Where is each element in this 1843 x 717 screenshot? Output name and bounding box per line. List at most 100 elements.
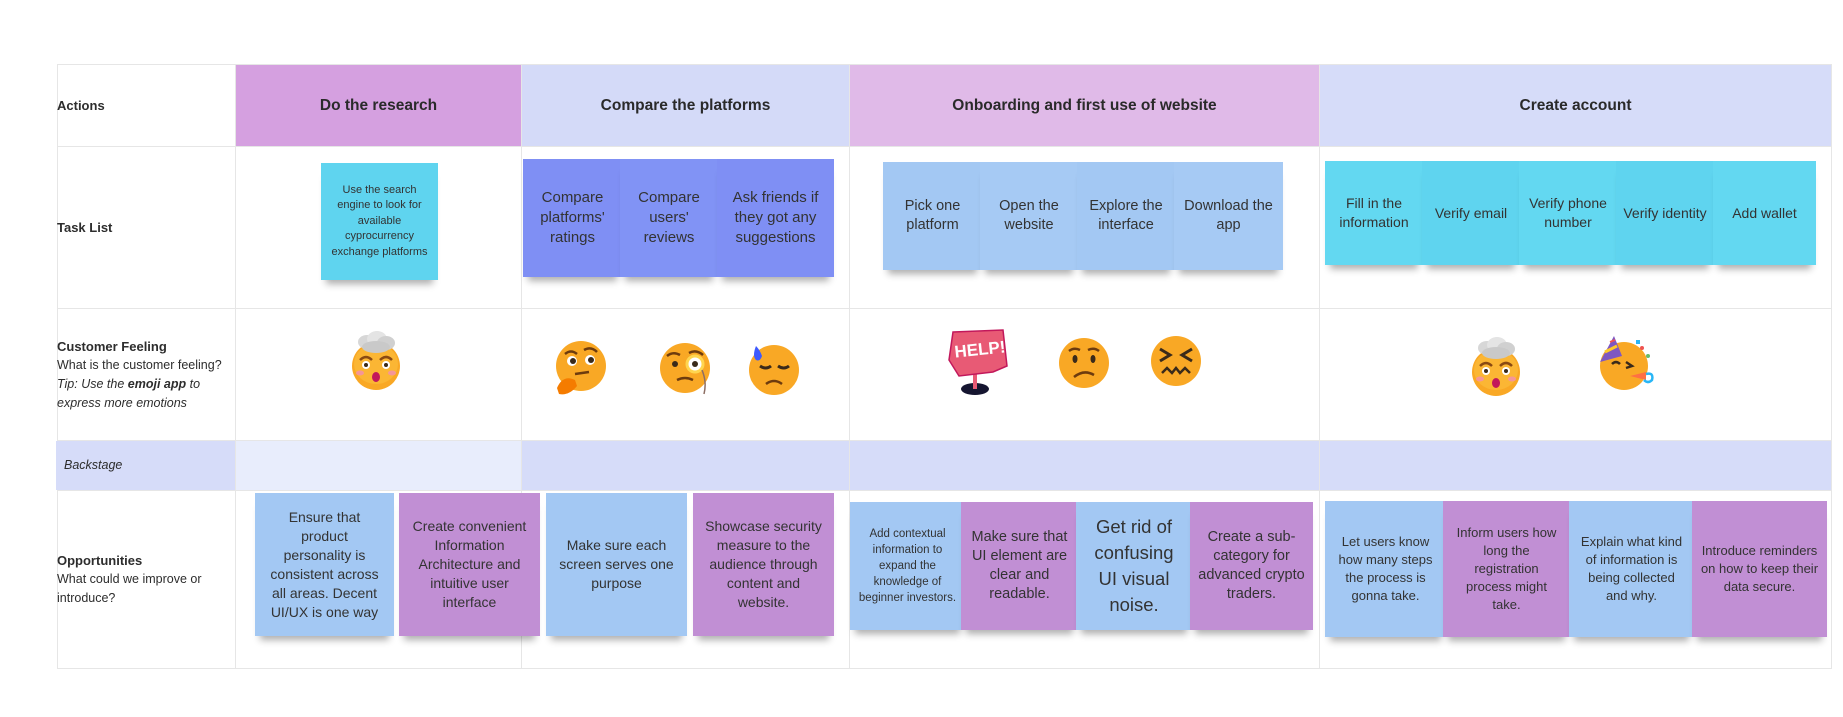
row-label-task-list: Task List — [57, 147, 227, 308]
opportunity-text: Ensure that product personality is consi… — [270, 508, 379, 620]
row-label-actions-text: Actions — [57, 98, 105, 113]
customer-feeling-desc-1: What is the customer feeling? — [57, 357, 222, 372]
grid-line — [521, 64, 522, 669]
task-sticky[interactable]: Fill in the information — [1325, 161, 1423, 265]
task-text: Download the app — [1184, 198, 1273, 233]
task-text: Pick one platform — [904, 198, 961, 233]
row-label-backstage: Backstage — [56, 441, 235, 490]
backstage-cell — [522, 441, 849, 490]
opportunities-title: Opportunities — [57, 553, 143, 568]
task-sticky[interactable]: Compare platforms' ratings — [523, 159, 622, 277]
opportunity-text: Introduce reminders on how to keep their… — [1700, 543, 1819, 594]
stage-label: Onboarding and first use of website — [952, 96, 1217, 114]
stage-do-research: Do the research — [236, 65, 521, 146]
task-sticky[interactable]: Verify identity — [1616, 161, 1714, 265]
opportunity-sticky[interactable]: Create a sub-category for advanced crypt… — [1190, 502, 1313, 630]
task-sticky[interactable]: Pick one platform — [883, 162, 982, 270]
opportunity-text: Add contextual information to expand the… — [858, 528, 957, 604]
row-label-task-list-text: Task List — [57, 220, 113, 235]
opportunity-sticky[interactable]: Make sure each screen serves one purpose — [546, 493, 687, 636]
grid-line — [849, 64, 850, 669]
grid-line — [57, 64, 58, 669]
opportunity-text: Make sure each screen serves one purpose — [559, 537, 674, 591]
thinking-face-emoji — [555, 341, 607, 395]
opportunity-sticky[interactable]: Get rid of confusing UI visual noise. — [1076, 502, 1192, 630]
customer-feeling-description: What is the customer feeling? Tip: Use t… — [57, 356, 227, 413]
task-sticky[interactable]: Use the search engine to look for availa… — [321, 163, 438, 280]
grid-line — [57, 308, 1831, 309]
task-text: Fill in the information — [1339, 195, 1409, 230]
customer-feeling-title: Customer Feeling — [57, 338, 167, 354]
opportunity-text: Make sure that UI element are clear and … — [971, 529, 1068, 602]
row-label-customer-feeling: Customer Feeling What is the customer fe… — [57, 309, 227, 440]
grid-line — [1831, 64, 1832, 669]
customer-feeling-desc-2: to express more emotions — [57, 376, 201, 410]
task-sticky[interactable]: Open the website — [980, 162, 1078, 270]
opportunity-sticky[interactable]: Introduce reminders on how to keep their… — [1692, 501, 1827, 637]
task-sticky[interactable]: Download the app — [1174, 162, 1283, 270]
opportunity-sticky[interactable]: Ensure that product personality is consi… — [255, 493, 394, 636]
partying-face-emoji — [1600, 336, 1654, 392]
task-sticky[interactable]: Compare users' reviews — [620, 159, 718, 277]
opportunities-description: What could we improve or introduce? — [57, 572, 202, 605]
grid-line — [57, 668, 1831, 669]
task-text: Explore the interface — [1089, 198, 1163, 233]
confused-face-emoji — [1058, 337, 1110, 389]
row-label-backstage-text: Backstage — [64, 458, 123, 472]
task-text: Verify phone number — [1529, 195, 1607, 230]
task-text: Add wallet — [1732, 204, 1797, 221]
stage-label: Compare the platforms — [600, 96, 771, 114]
task-sticky[interactable]: Explore the interface — [1077, 162, 1175, 270]
opportunity-sticky[interactable]: Create convenient Information Architectu… — [399, 493, 540, 636]
grid-line — [57, 146, 1831, 147]
grid-line — [57, 64, 1831, 65]
opportunity-text: Let users know how many steps the proces… — [1338, 534, 1433, 603]
task-sticky[interactable]: Verify phone number — [1519, 161, 1617, 265]
opportunity-text: Explain what kind of information is bein… — [1580, 534, 1683, 603]
customer-feeling-emoji-app: emoji app — [127, 376, 187, 391]
opportunity-sticky[interactable]: Add contextual information to expand the… — [850, 502, 965, 630]
stage-create-account: Create account — [1320, 65, 1831, 146]
task-text: Verify email — [1434, 204, 1508, 221]
opportunity-text: Get rid of confusing UI visual noise. — [1094, 516, 1174, 615]
face-with-monocle-emoji — [659, 342, 711, 395]
task-text: Verify identity — [1623, 204, 1707, 221]
row-label-actions: Actions — [57, 65, 227, 146]
confounded-face-emoji — [1150, 335, 1202, 387]
stage-label: Create account — [1519, 96, 1632, 114]
task-sticky[interactable]: Add wallet — [1713, 161, 1816, 265]
exploding-head-emoji — [1470, 337, 1522, 396]
opportunity-text: Create convenient Information Architectu… — [412, 518, 527, 610]
grid-line — [235, 64, 236, 669]
backstage-cell — [850, 441, 1319, 490]
backstage-cell — [236, 441, 521, 490]
backstage-cell — [1320, 441, 1831, 490]
grid-line — [1319, 64, 1320, 669]
grid-line — [57, 440, 1831, 441]
opportunity-text: Create a sub-category for advanced crypt… — [1198, 529, 1305, 602]
downcast-sweat-face-emoji — [748, 342, 800, 395]
exploding-head-emoji — [350, 331, 402, 390]
task-text: Open the website — [999, 198, 1059, 233]
task-text: Ask friends if they got any suggestions — [732, 189, 819, 246]
help-sign: HELP! — [945, 328, 1011, 398]
stage-compare-platforms: Compare the platforms — [522, 65, 849, 146]
opportunity-sticky[interactable]: Inform users how long the registration p… — [1443, 501, 1570, 637]
opportunity-text: Inform users how long the registration p… — [1456, 525, 1557, 612]
opportunity-sticky[interactable]: Explain what kind of information is bein… — [1569, 501, 1694, 637]
task-sticky[interactable]: Ask friends if they got any suggestions — [717, 159, 834, 277]
stage-label: Do the research — [319, 96, 438, 114]
task-text: Compare users' reviews — [638, 189, 700, 246]
opportunity-sticky[interactable]: Make sure that UI element are clear and … — [961, 502, 1078, 630]
stage-onboarding: Onboarding and first use of website — [850, 65, 1319, 146]
task-text: Use the search engine to look for availa… — [331, 183, 428, 258]
grid-line — [57, 490, 1831, 491]
customer-feeling-tip: Tip: Use the — [57, 376, 125, 391]
task-text: Compare platforms' ratings — [540, 189, 605, 246]
opportunity-text: Showcase security measure to the audienc… — [705, 518, 822, 610]
opportunity-sticky[interactable]: Let users know how many steps the proces… — [1325, 501, 1446, 637]
task-sticky[interactable]: Verify email — [1422, 161, 1520, 265]
opportunity-sticky[interactable]: Showcase security measure to the audienc… — [693, 493, 834, 636]
row-label-opportunities: Opportunities What could we improve or i… — [57, 491, 227, 668]
